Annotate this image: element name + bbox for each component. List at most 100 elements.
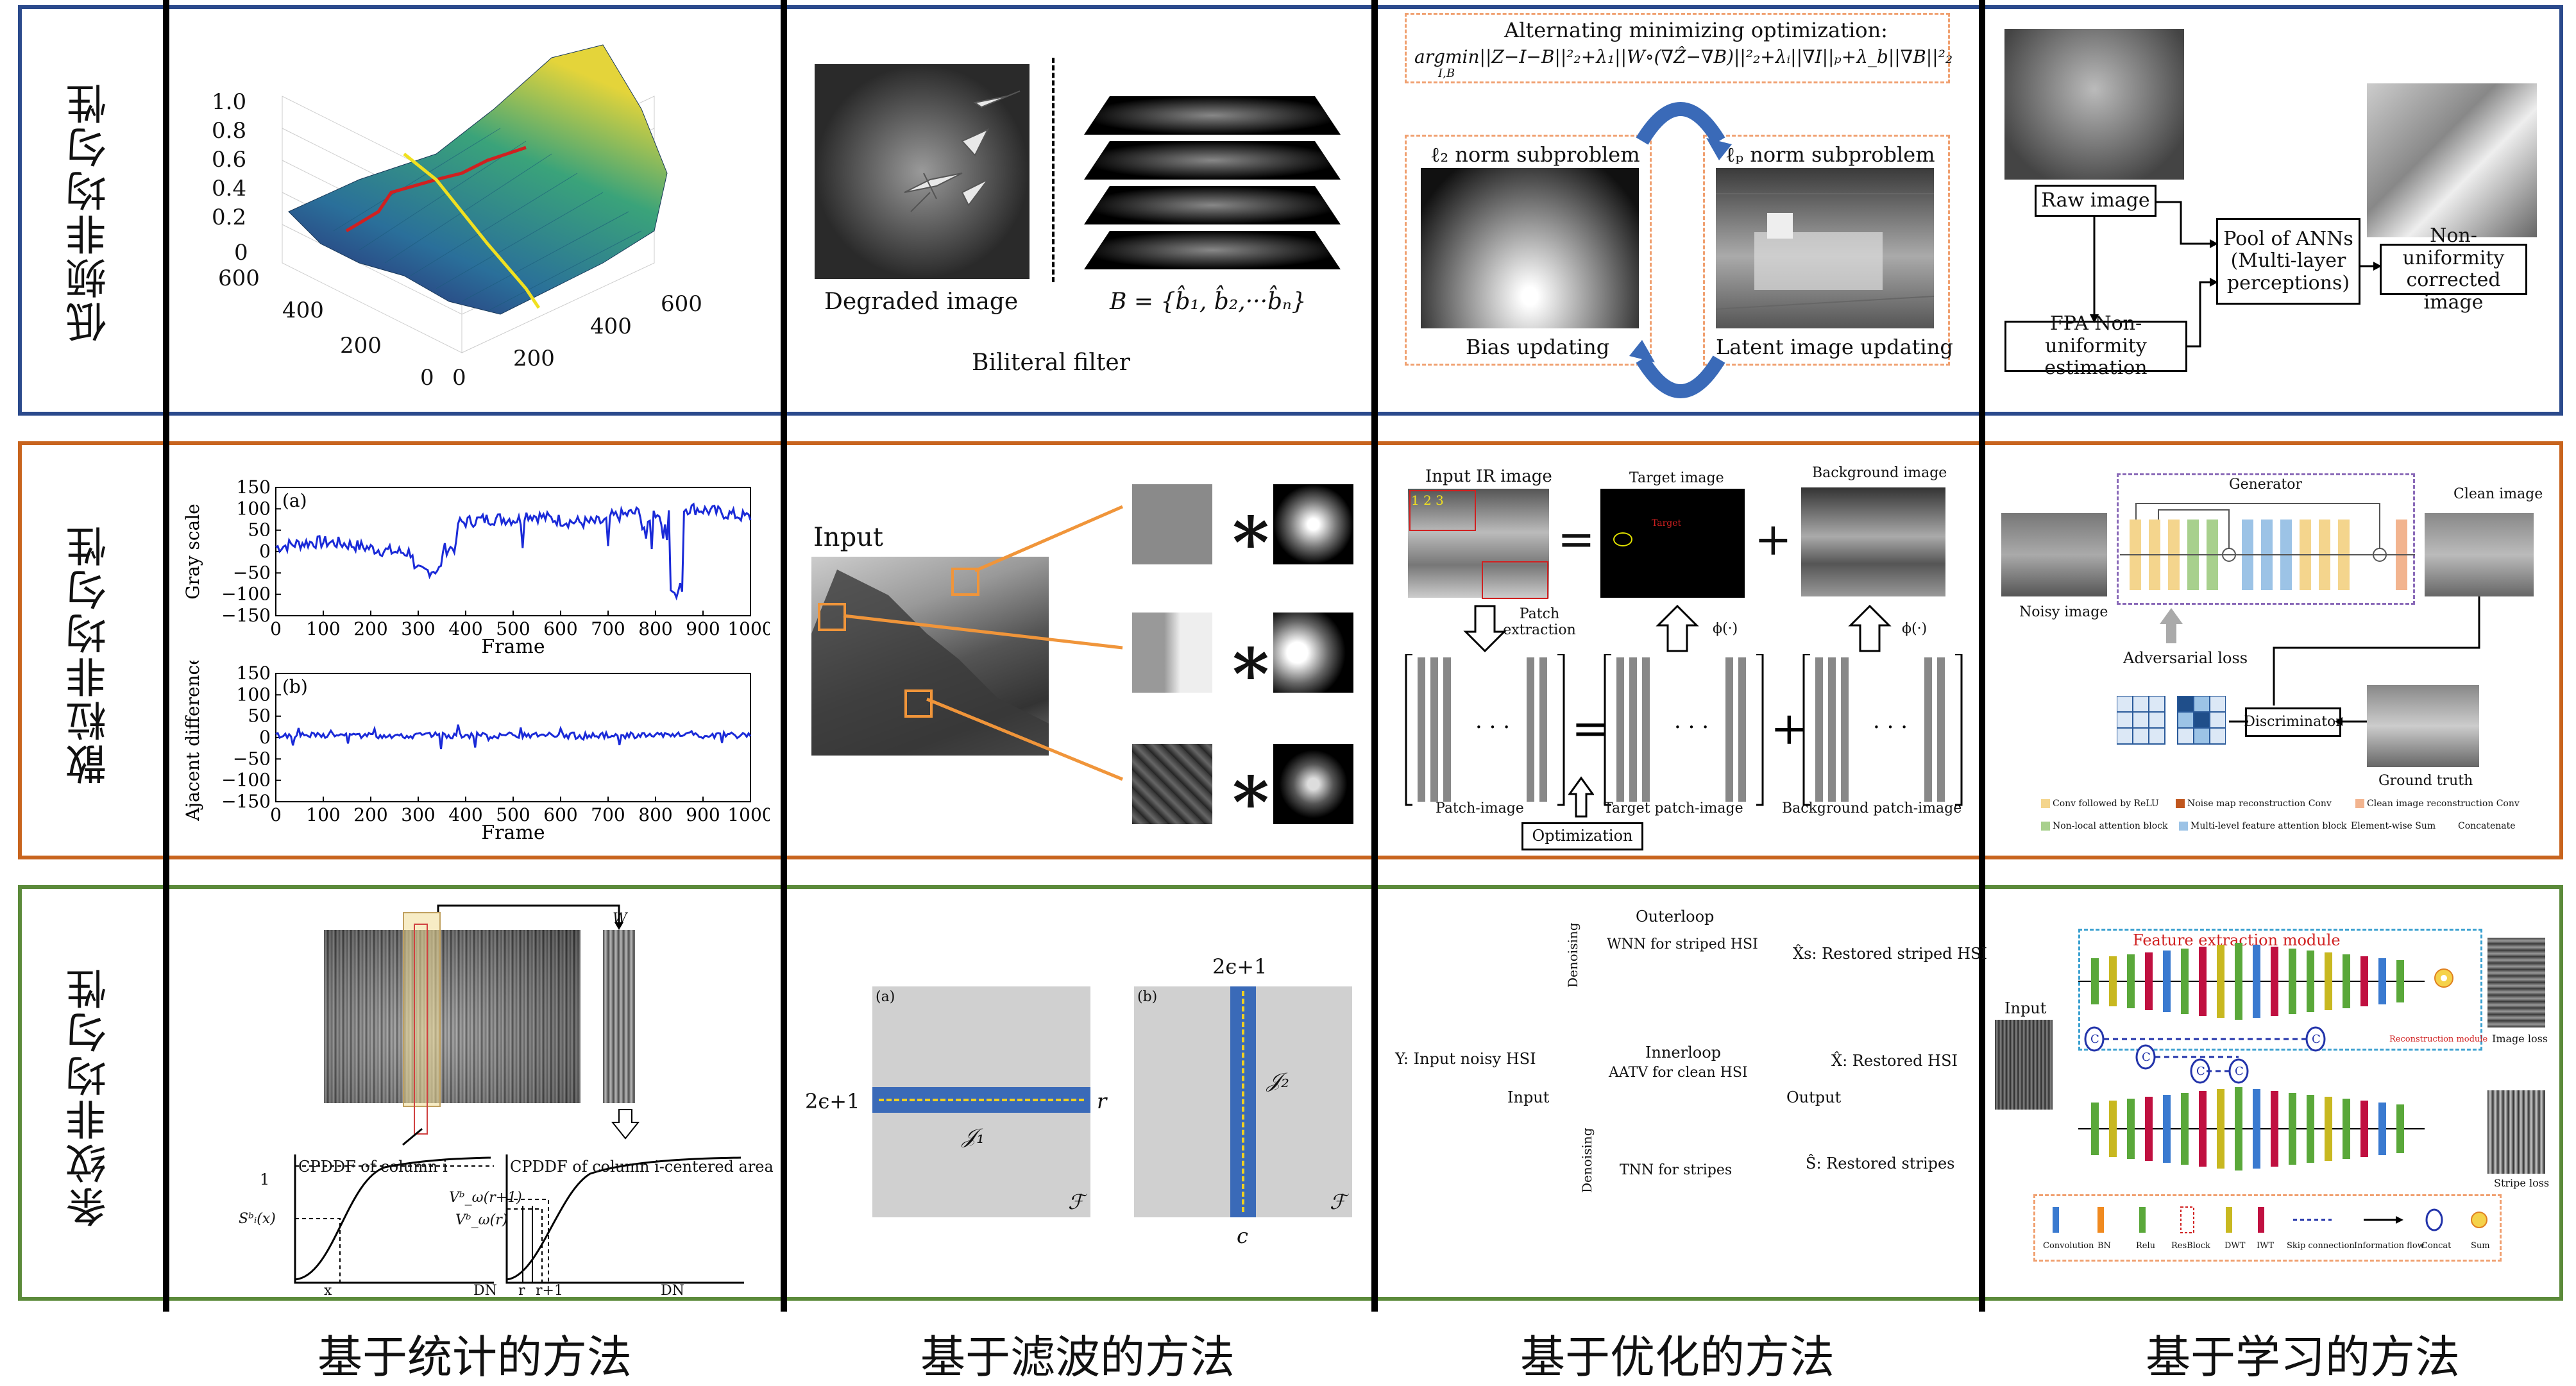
cpddf-v1-label: Vᵇ_ω(r+1) (449, 1190, 522, 1206)
target-marker (1613, 532, 1632, 546)
y-tick-label: 150 (237, 663, 271, 684)
reconstruction-module-label: Reconstruction module (2389, 1035, 2488, 1044)
patch-highlight-3 (904, 689, 933, 718)
bilateral-filter-caption: Biliteral filter (972, 350, 1130, 376)
stripe-loss-label: Stripe loss (2494, 1177, 2550, 1189)
patch-extraction-label: Patch extraction (1503, 606, 1576, 638)
x-tick-label: 0 (270, 618, 282, 639)
cpddf-x-label: x (324, 1283, 332, 1299)
target-tag: Target (1652, 518, 1682, 528)
svg-text:+: + (1770, 702, 1808, 755)
x-tick-label: 800 (638, 804, 672, 825)
y-tick-label: 100 (237, 498, 271, 519)
patch-3 (1132, 744, 1212, 824)
panel-b-label: (b) (1137, 989, 1158, 1005)
y-tick-4: 600 (661, 291, 702, 317)
concat-node-5: C (2312, 1033, 2321, 1046)
cpddf-s-label: Sᵇᵢ(x) (239, 1211, 276, 1227)
x-tick-label: 600 (543, 804, 577, 825)
network-layer-block (2325, 1097, 2332, 1161)
x-tick-label: 400 (448, 618, 482, 639)
row-frame-low-frequency (18, 5, 2563, 416)
corrected-image-box: Non-uniformity corrected image (2380, 224, 2527, 313)
x-tick-3: 200 (340, 333, 382, 359)
background-patch-image-label: Background patch-image (1782, 800, 1962, 816)
cpddf-r1-label: r+1 (536, 1283, 563, 1299)
svg-text:· · ·: · · · (1475, 714, 1510, 740)
cpddf-dn-label-2: DN (661, 1283, 684, 1299)
legend-dwt: DWT (2224, 1241, 2246, 1251)
kernel-1 (1273, 484, 1353, 564)
aatv-label: AATV for clean HSI (1609, 1065, 1748, 1081)
optimization-formula-subscript: I,B (1438, 67, 1455, 80)
patch-highlight-1 (951, 568, 979, 596)
network-layer-block (2343, 954, 2350, 1008)
network-layer-block (2289, 1093, 2296, 1165)
network-layer-block (2145, 952, 2153, 1010)
target-image-label: Target image (1629, 470, 1724, 486)
tnn-label: TNN for stripes (1620, 1162, 1733, 1178)
legend-concatenate: Concatenate (2458, 821, 2516, 831)
legend-swatch-4 (2041, 822, 2050, 831)
x-axis-label: Frame (481, 822, 545, 844)
network-layer-block (2253, 945, 2260, 1018)
z-tick-3: 0.6 (212, 147, 246, 173)
panel-b-f: ℱ (1330, 1190, 1346, 1214)
network-layer-block (2199, 1091, 2207, 1167)
y-tick-label: 100 (237, 684, 271, 705)
legend-relu: Relu (2136, 1241, 2156, 1251)
legend-skip-connection: Skip connection (2287, 1241, 2355, 1251)
z-tick-5: 0.2 (212, 205, 246, 230)
legend-resblock: ResBlock (2171, 1241, 2210, 1251)
latent-updating-label: Latent image updating (1716, 335, 1953, 359)
optimization-title: Alternating minimizing optimization: (1504, 18, 1888, 42)
legend-bn: BN (2097, 1241, 2111, 1251)
network-layer-block (2127, 954, 2135, 1008)
patch-matrices: · · ·· · ·· · · =+ (1405, 654, 1963, 806)
network-layer-block (2396, 1104, 2404, 1153)
concat-node-2: C (2142, 1051, 2151, 1064)
network-layer-block (2235, 943, 2242, 1020)
network-layer-block (2235, 1087, 2242, 1170)
rock-shape (811, 570, 1049, 756)
panel-a-j1: 𝒥₁ (962, 1124, 985, 1148)
column-label-filtering: 基于滤波的方法 (920, 1331, 1235, 1383)
panel-b-eps: 2ϵ+1 (1212, 954, 1267, 979)
x-tick-label: 900 (686, 618, 720, 639)
y-tick-label: −150 (221, 791, 271, 812)
x-tick-label: 1000 (727, 804, 770, 825)
x-tick-2: 400 (282, 298, 324, 323)
kernel-3 (1273, 744, 1353, 824)
plot-frame (275, 487, 751, 616)
y-tick-label: −150 (221, 605, 271, 626)
y-tick-label: 50 (248, 520, 271, 541)
network-layer-block (2163, 951, 2171, 1012)
background-image-label: Background image (1812, 465, 1947, 481)
x-tick-label: 500 (496, 618, 530, 639)
network-layer-block (2360, 956, 2368, 1006)
network-layer-block (2271, 1091, 2278, 1167)
output-label: Output (1786, 1088, 1842, 1106)
panel-a-f: ℱ (1068, 1190, 1085, 1214)
network-layer-block (2145, 1097, 2153, 1161)
panel-label: (b) (282, 676, 308, 697)
clean-image (2425, 513, 2534, 596)
x-tick-label: 800 (638, 618, 672, 639)
network-legend-icons (2053, 1206, 2487, 1233)
pool-of-anns-box: Pool of ANNs (Multi-layer perceptions) (2216, 218, 2360, 305)
column-i-highlight (414, 924, 428, 1135)
optimization-formula: argmin||Z−I−B||²₂+λ₁||W∘(∇Ẑ−∇B)||²₂+λᵢ||… (1414, 46, 1953, 67)
generator-label: Generator (2229, 477, 2303, 493)
fpa-estimation-box: FPA Non-uniformity estimation (2004, 313, 2187, 379)
column-divider-2 (781, 0, 787, 1312)
image-loss-label: Image loss (2492, 1033, 2548, 1045)
patch-image-label: Patch-image (1436, 800, 1524, 816)
y-tick-3: 400 (590, 314, 632, 339)
x-tick-label: 0 (270, 804, 282, 825)
network-layer-block (2253, 1089, 2260, 1169)
adversarial-loss-label: Adversarial loss (2123, 649, 2248, 667)
z-tick-4: 0.4 (212, 176, 246, 201)
degraded-image-caption: Degraded image (824, 289, 1019, 315)
cpddf-dn-label-1: DN (473, 1283, 497, 1299)
